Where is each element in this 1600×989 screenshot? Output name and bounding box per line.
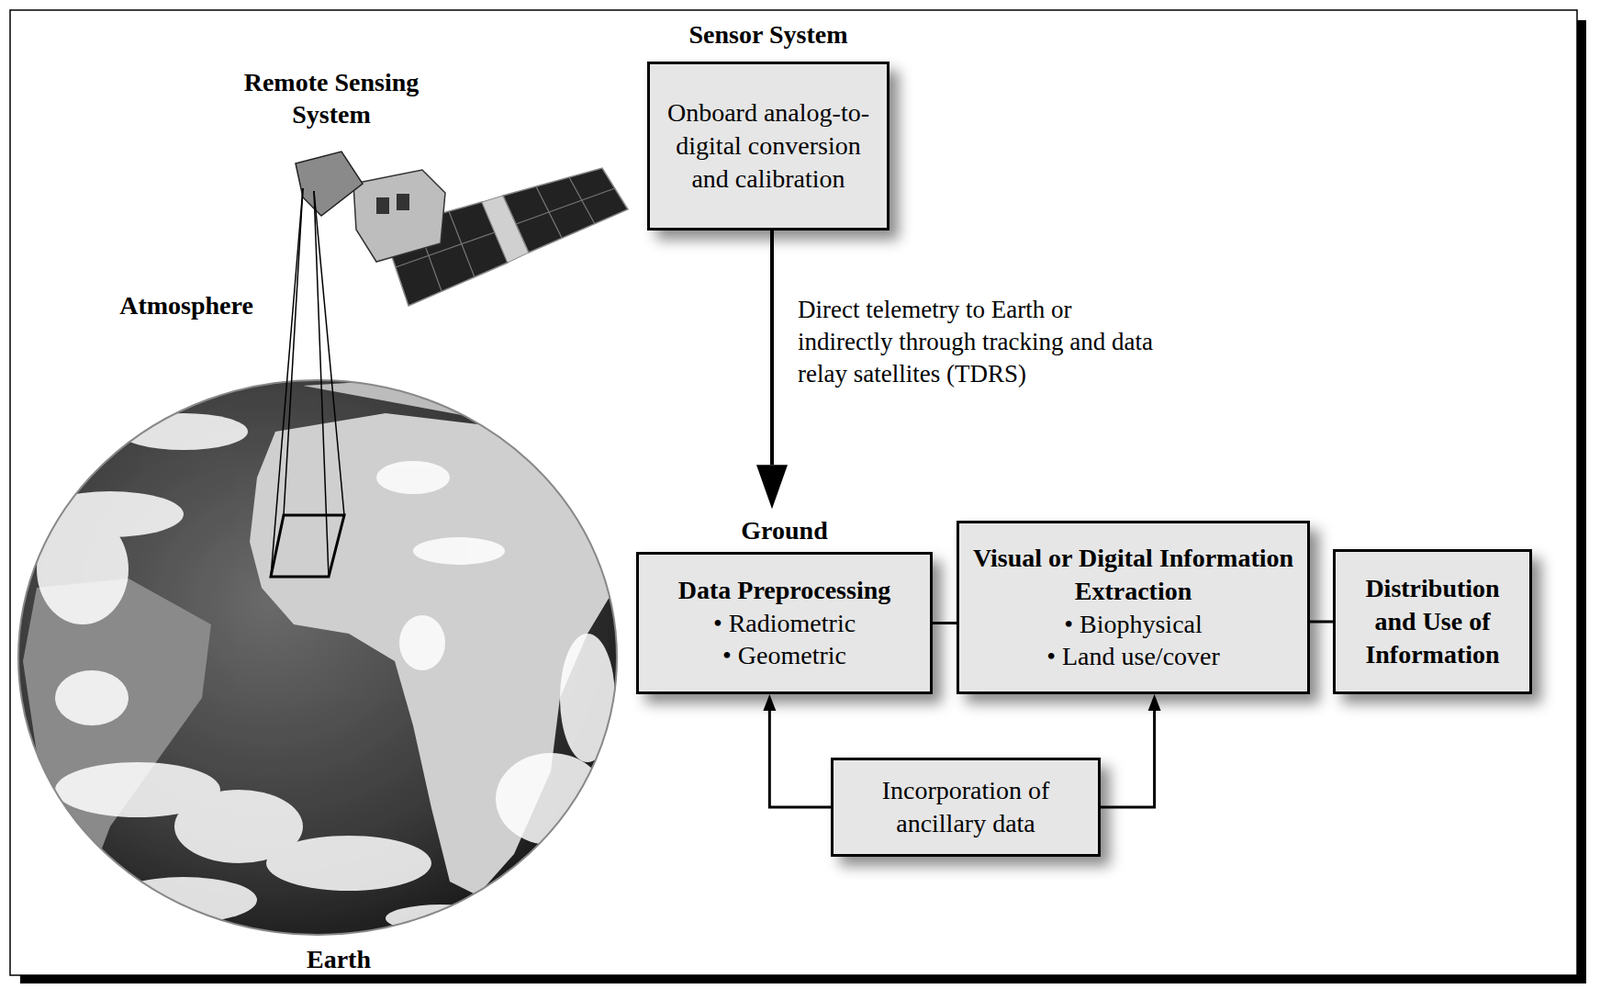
connector-line [769,710,831,807]
box-text: Incorporation of ancillary data [844,773,1087,840]
grid-line [536,186,562,238]
cloud [119,413,248,450]
view-line [313,190,329,577]
earth-label: Earth [246,942,431,975]
south-america [22,578,212,900]
connector [762,693,831,807]
connector-line [770,230,774,465]
connector-line [1100,710,1155,807]
box-text: • Geometric [722,638,847,672]
body-window [396,193,410,211]
satellite-body [353,169,446,262]
view-line [270,188,303,577]
box-text: • Radiometric [713,606,856,640]
frame [10,10,1578,975]
box-text: Onboard analog-to-digital conversion and… [660,96,876,195]
preprocessing-box: GroundData Preprocessing• Radiometric• G… [636,551,933,694]
earth-globe [18,376,617,935]
atmosphere-label: Atmosphere [85,289,288,322]
connector [932,622,957,624]
extraction-box: Visual or Digital Information Extraction… [956,520,1310,694]
cloud [413,537,505,565]
connector-label: Direct telemetry to Earth or indirectly … [797,293,1165,391]
box-heading: Visual or Digital Information Extraction [970,541,1297,608]
box-text: • Land use/cover [1046,639,1220,673]
sensor-box: Sensor SystemOnboard analog-to-digital c… [647,61,890,231]
arrowhead [756,464,788,509]
arabia [550,431,617,551]
connector [1309,621,1333,623]
cloud [110,876,258,923]
africa [249,413,616,896]
sensor-block [295,151,363,216]
system-label: Remote Sensing System [221,66,442,131]
box-heading: Distribution and Use of Information [1346,571,1519,671]
globe-limb [18,380,617,935]
connector-line [932,621,957,625]
arrowhead [1148,693,1162,711]
ground-footprint [270,514,345,577]
box-heading: Data Preprocessing [678,573,892,607]
connector-line [1309,620,1333,624]
ocean [18,380,617,935]
grid-line [448,211,475,278]
cloud [266,835,432,891]
group-heading: Sensor System [689,18,849,52]
body-window [376,197,390,214]
satellite [295,151,628,306]
field-of-view [270,188,345,577]
connector [1100,693,1162,807]
view-line [313,190,345,515]
solar-panel [503,167,628,253]
arrowhead [762,693,776,711]
grid-line [515,188,616,224]
group-heading: Ground [740,514,828,548]
cloud [385,904,496,932]
distribution-box: Distribution and Use of Information [1332,548,1533,694]
cloud [376,460,450,494]
view-line [283,188,303,515]
box-text: • Biophysical [1063,607,1203,641]
cloud [399,615,446,671]
cloud [55,670,129,726]
cloud [559,633,616,762]
ancillary-box: Incorporation of ancillary data [830,757,1101,857]
connector [756,230,788,509]
grid-line [569,177,595,224]
cloud [458,376,570,414]
europe [302,378,588,459]
